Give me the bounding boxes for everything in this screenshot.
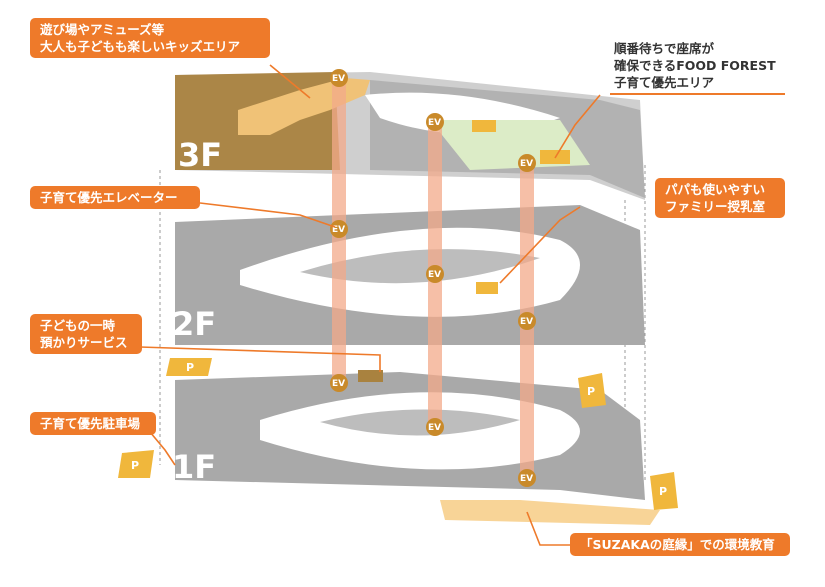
svg-text:EV: EV — [428, 118, 441, 128]
floor-label-3f: 3F — [178, 136, 222, 174]
ev-icon: EV — [330, 69, 348, 87]
parking-icon: P — [118, 450, 154, 478]
callout-food-forest: 順番待ちで座席が 確保できるFOOD FOREST 子育て優先エリア — [610, 38, 785, 95]
callout-childcare: 子どもの一時 預かりサービス — [30, 314, 142, 354]
callout-line: 子育て優先エレベーター — [40, 190, 178, 205]
ev-icon: EV — [330, 220, 348, 238]
ev-icon: EV — [426, 113, 444, 131]
floor-label-1f: 1F — [172, 448, 216, 486]
callout-line: 遊び場やアミューズ等 — [40, 22, 165, 37]
childcare-area — [358, 370, 383, 382]
callout-kids-area: 遊び場やアミューズ等 大人も子どもも楽しいキッズエリア — [30, 18, 270, 58]
ev-icon: EV — [330, 374, 348, 392]
callout-line: 大人も子どもも楽しいキッズエリア — [40, 39, 241, 54]
parking-markers: P P P P — [118, 358, 678, 510]
svg-text:EV: EV — [332, 225, 345, 235]
callout-line: 「SUZAKAの庭縁」での環境教育 — [580, 537, 775, 552]
svg-text:P: P — [131, 459, 139, 472]
callout-nursing-room: パパも使いやすい ファミリー授乳室 — [655, 178, 785, 218]
callout-line: 子どもの一時 — [40, 318, 116, 333]
ev-markers: EV EV EV EV EV EV EV EV EV — [330, 69, 536, 487]
parking-icon: P — [166, 358, 212, 376]
svg-text:EV: EV — [428, 270, 441, 280]
svg-text:EV: EV — [520, 474, 533, 484]
ev-icon: EV — [518, 312, 536, 330]
parking-icon: P — [650, 472, 678, 510]
svg-text:EV: EV — [332, 74, 345, 84]
floor-3f: 3F — [175, 72, 645, 200]
floor-2f: 2F — [172, 205, 645, 345]
svg-text:EV: EV — [332, 379, 345, 389]
parking-icon: P — [578, 373, 606, 408]
garden-area — [440, 500, 660, 525]
svg-text:P: P — [587, 385, 595, 398]
callout-line: 子育て優先エリア — [614, 75, 715, 90]
callout-line: ファミリー授乳室 — [665, 199, 766, 214]
nursing-room-area — [476, 282, 498, 294]
ev-icon: EV — [518, 469, 536, 487]
callout-line: 子育て優先駐車場 — [40, 416, 141, 431]
ev-icon: EV — [518, 154, 536, 172]
ev-icon: EV — [426, 265, 444, 283]
callout-elevator: 子育て優先エレベーター — [30, 186, 200, 209]
floor-label-2f: 2F — [172, 305, 216, 343]
callout-parking: 子育て優先駐車場 — [30, 412, 156, 435]
callout-line: 順番待ちで座席が — [614, 41, 715, 56]
svg-text:P: P — [659, 485, 667, 498]
svg-text:EV: EV — [520, 317, 533, 327]
callout-line: パパも使いやすい — [665, 182, 766, 197]
callout-line: 確保できるFOOD FOREST — [614, 58, 776, 73]
ev-icon: EV — [426, 418, 444, 436]
svg-text:EV: EV — [520, 159, 533, 169]
callout-connectors — [139, 64, 601, 546]
svg-text:P: P — [186, 361, 194, 374]
callout-garden: 「SUZAKAの庭縁」での環境教育 — [570, 533, 790, 556]
svg-text:EV: EV — [428, 423, 441, 433]
callout-line: 預かりサービス — [40, 335, 128, 350]
